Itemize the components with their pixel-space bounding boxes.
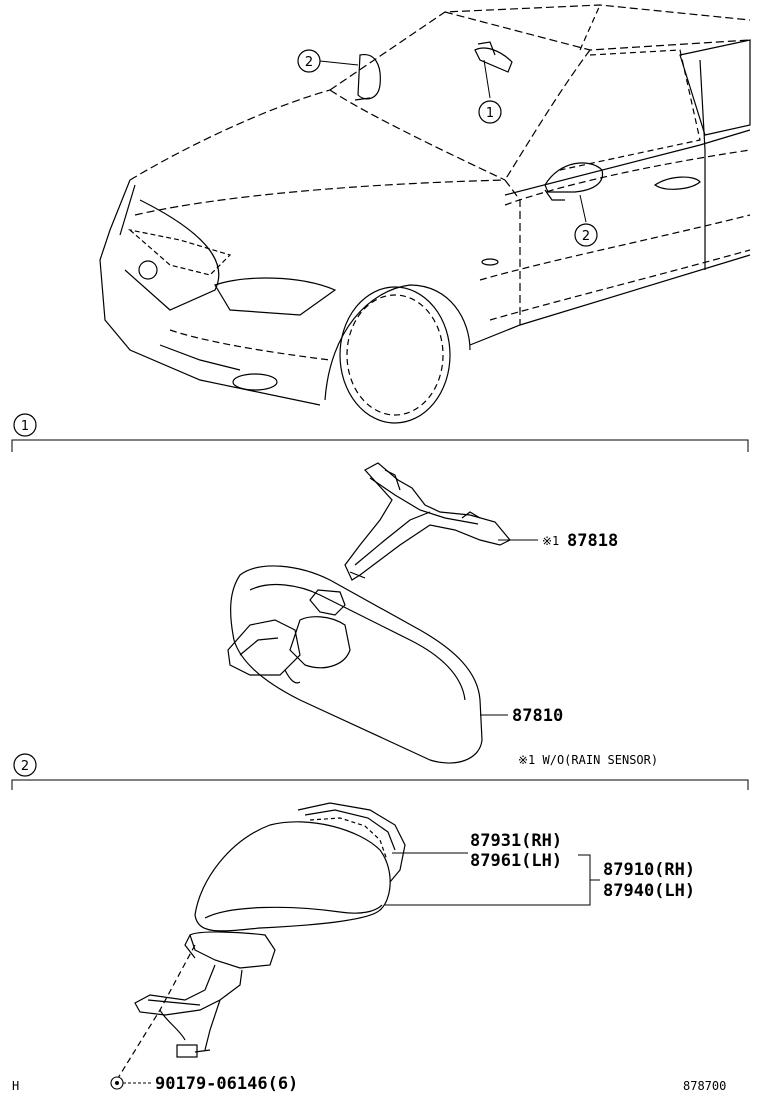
footer-left-code: H	[12, 1079, 19, 1093]
inner-mirror-drawing	[227, 462, 538, 764]
section-1-marker: 1	[21, 419, 29, 434]
callout-2-left: 2	[297, 49, 359, 73]
mirror-part-number: 87810	[512, 706, 563, 726]
part-87818: ※1 87818	[542, 531, 618, 551]
callout-2-right: 2	[574, 194, 598, 247]
assy-lh-part-number: 87940(LH)	[603, 881, 695, 901]
callout-1-car: 1	[478, 59, 502, 124]
section-1-divider: 1	[11, 413, 749, 452]
section-2-divider: 2	[11, 753, 749, 790]
outer-mirror-drawing	[117, 802, 600, 1079]
screw-icon	[110, 1076, 153, 1090]
glass-lh-part-number: 87961(LH)	[470, 851, 562, 871]
bracket-part-number: 87818	[567, 531, 618, 551]
rain-sensor-note: ※1 W/O(RAIN SENSOR)	[518, 753, 658, 767]
callout-1-label: 1	[486, 106, 494, 121]
assy-rh-part-number: 87910(RH)	[603, 860, 695, 880]
bracket-prefix-mark: ※1	[542, 534, 559, 548]
callout-2-left-label: 2	[305, 55, 313, 70]
footer-diagram-code: 878700	[683, 1079, 726, 1093]
glass-rh-part-number: 87931(RH)	[470, 831, 562, 851]
section-2-marker: 2	[21, 759, 29, 774]
car-illustration	[99, 4, 751, 424]
screw-part-number: 90179-06146(6)	[155, 1074, 298, 1094]
callout-2-right-label: 2	[582, 229, 590, 244]
